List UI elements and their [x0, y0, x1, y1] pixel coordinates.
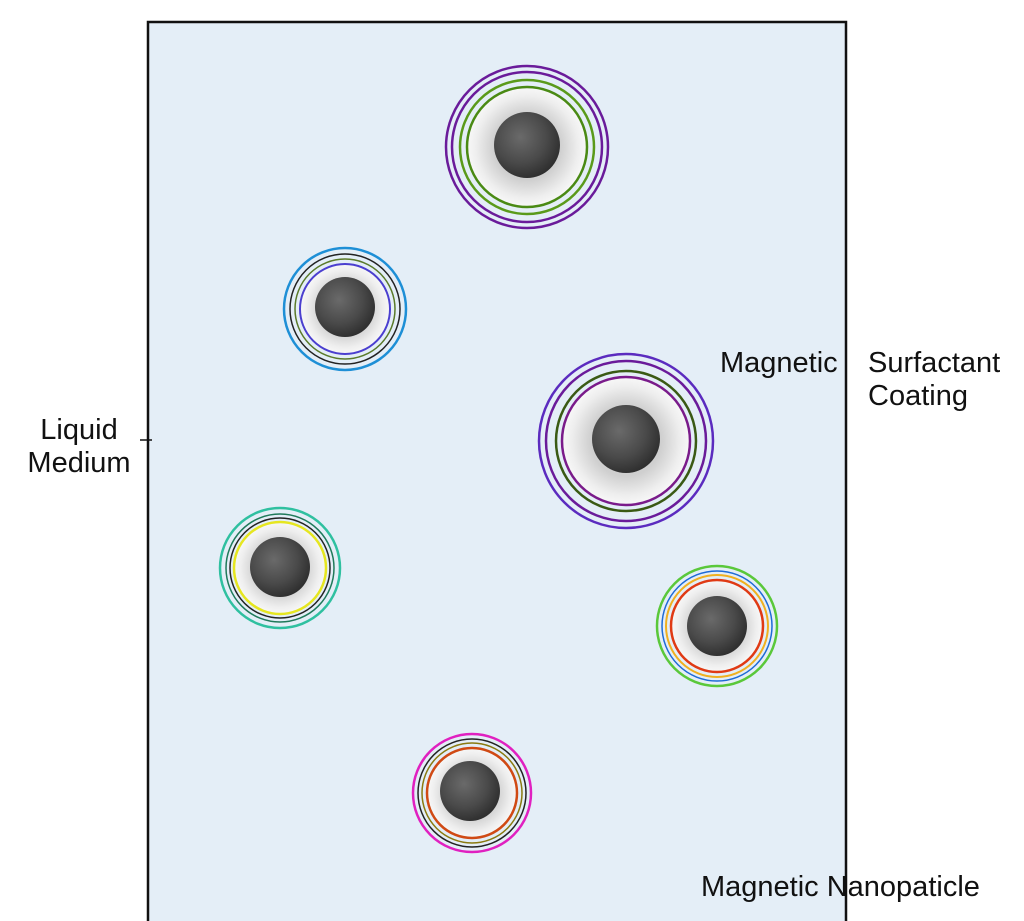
nanoparticle-right	[655, 564, 779, 688]
coating-ring	[665, 574, 769, 678]
magnetic-nanoparticle-label: Magnetic Nanopaticle	[701, 871, 980, 903]
coating-ring	[544, 359, 708, 523]
coating-ring	[294, 258, 396, 360]
nanoparticle-center-right	[537, 352, 715, 530]
coating-ring	[450, 70, 604, 224]
magnetic-core	[494, 112, 560, 178]
nanoparticle-bottom	[411, 732, 533, 854]
coating-ring	[225, 513, 335, 623]
nanoparticle-left	[218, 506, 342, 630]
coating-ring	[421, 742, 523, 844]
surfactant-coating-label-line1: Surfactant	[868, 347, 1001, 379]
coating-ring	[458, 78, 596, 216]
coating-ring	[411, 732, 533, 854]
liquid-medium-label-line2: Medium	[27, 447, 131, 479]
coating-ring	[282, 246, 408, 372]
liquid-medium-label-line1: Liquid	[40, 414, 118, 446]
magnetic-label: Magnetic	[720, 347, 838, 379]
coating-ring	[444, 64, 610, 230]
coating-ring	[661, 570, 773, 682]
coating-ring	[218, 506, 342, 630]
magnetic-core	[592, 405, 660, 473]
magnetic-core	[440, 761, 500, 821]
nanoparticle-upper-left	[282, 246, 408, 372]
surfactant-coating-label: Surfactant Coating	[868, 347, 1000, 413]
magnetic-core	[315, 277, 375, 337]
magnetic-core	[687, 596, 747, 656]
liquid-medium-label: Liquid Medium	[20, 414, 138, 480]
coating-ring	[289, 253, 401, 365]
coating-ring	[554, 369, 698, 513]
coating-ring	[537, 352, 715, 530]
magnetic-core	[250, 537, 310, 597]
nanoparticle-top	[444, 64, 610, 230]
coating-ring	[655, 564, 779, 688]
surfactant-coating-label-line2: Coating	[868, 380, 968, 412]
coating-ring	[417, 738, 527, 848]
coating-ring	[229, 517, 331, 619]
